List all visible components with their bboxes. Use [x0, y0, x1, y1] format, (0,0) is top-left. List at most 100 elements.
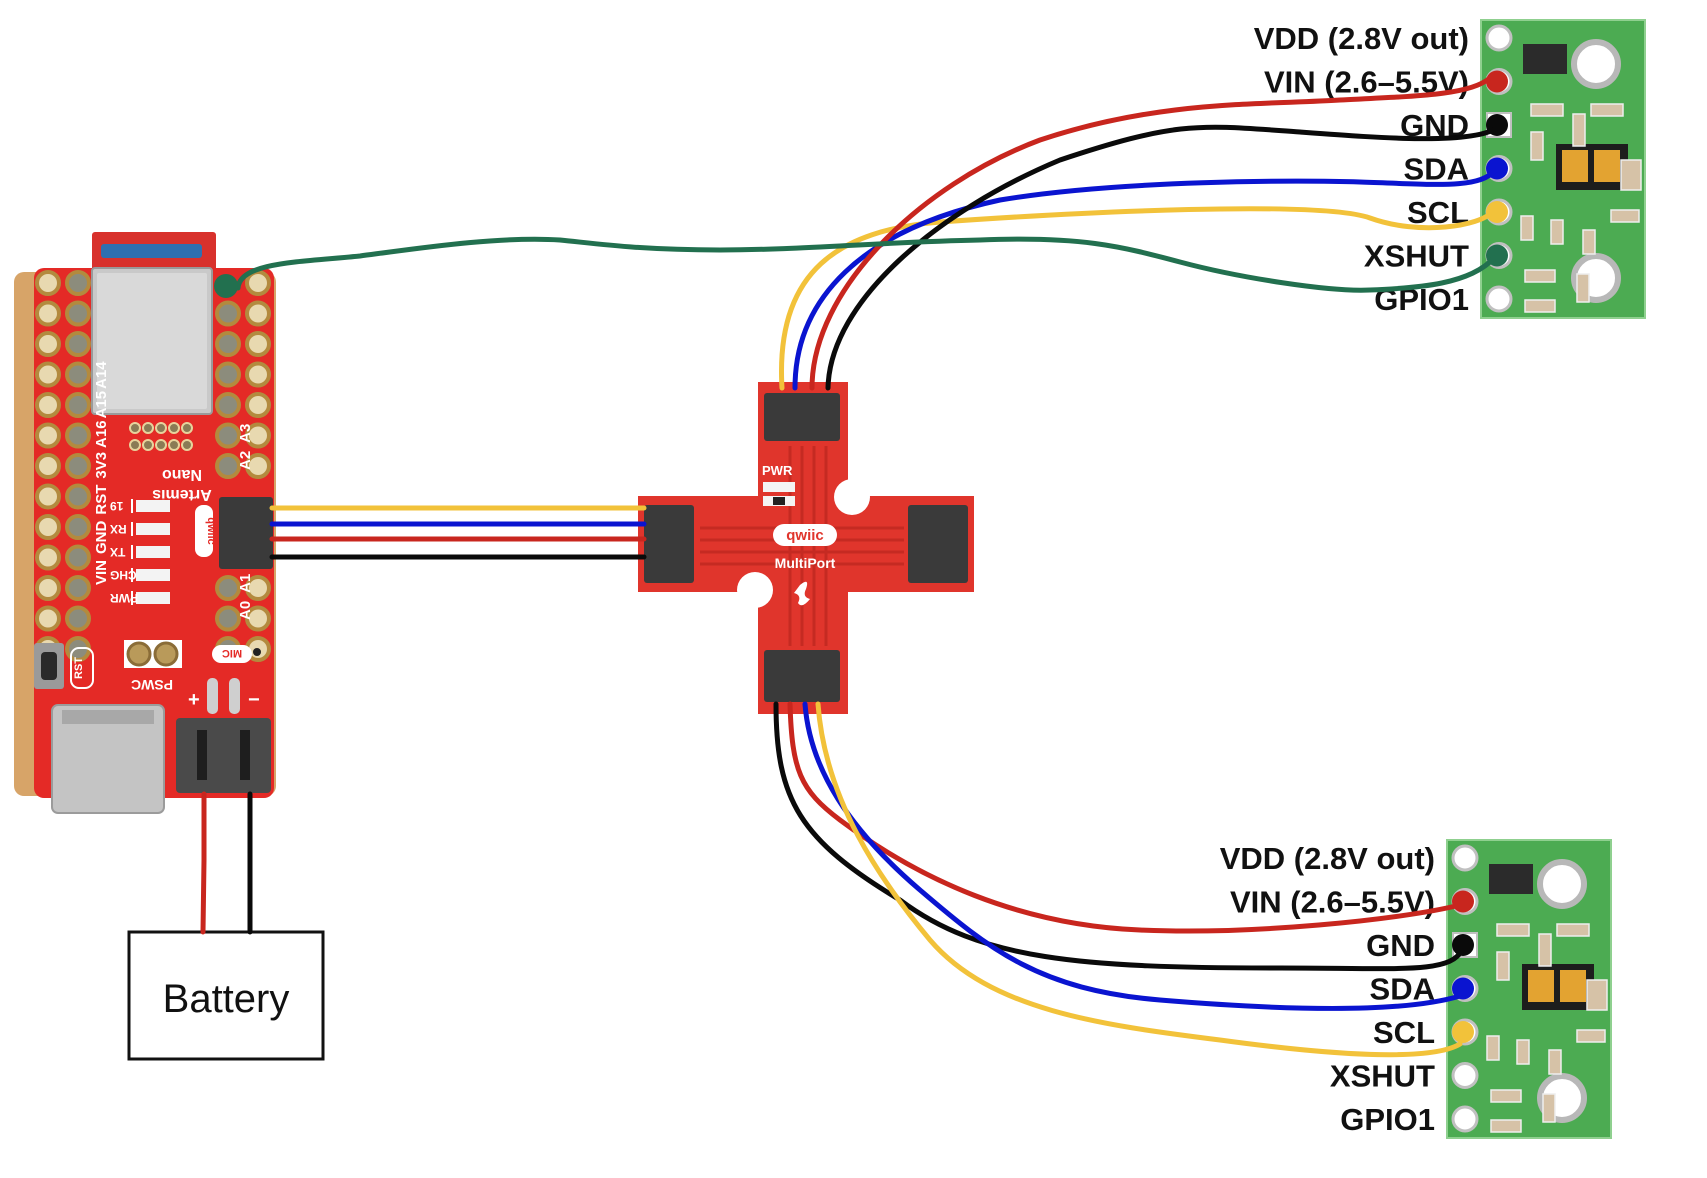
artemis-nano-board: VINGNDRST3V3A16A15A14 A2A3 A0A1 Nano Art… — [14, 232, 276, 814]
emitter-window — [1562, 150, 1588, 182]
header-pin — [35, 422, 61, 449]
passive-component — [1590, 103, 1624, 117]
solder-point — [1452, 934, 1474, 956]
multiport-left-port — [644, 505, 694, 583]
pin-label: VDD (2.8V out) — [1220, 841, 1435, 876]
solder-point — [1452, 890, 1474, 913]
wire-scl-to-top-sensor — [778, 206, 1495, 391]
header-pin — [65, 361, 91, 388]
pin-label: XSHUT — [1364, 239, 1469, 274]
pin-pad — [1485, 24, 1513, 52]
status-led — [136, 523, 170, 535]
header-pin — [35, 544, 61, 571]
wire-scl-to-bottom-sensor — [815, 701, 1463, 1058]
silk-artemis: Artemis — [152, 486, 212, 503]
solder-point — [1452, 1021, 1474, 1043]
xshut-solder-point — [214, 274, 238, 298]
status-led — [136, 546, 170, 558]
passive-component — [1576, 1029, 1606, 1043]
header-pin — [35, 361, 61, 388]
icsp-pad — [168, 439, 180, 451]
passive-component — [1486, 1035, 1500, 1061]
header-pin — [65, 331, 91, 357]
pin-label: SDA — [1404, 152, 1469, 187]
passive-component — [1582, 229, 1596, 255]
qwiic-multiport-board: PWR qwiic MultiPort — [638, 382, 974, 714]
multiport-silk: MultiPort — [775, 555, 836, 571]
multiport-qwiic-text: qwiic — [786, 527, 824, 544]
jst-slot-1 — [197, 730, 207, 780]
mount-hole-top-right — [834, 479, 870, 515]
led-label: TX — [110, 545, 125, 559]
led-silk-bar — [131, 522, 133, 536]
passive-component — [1586, 979, 1608, 1011]
passive-component — [1556, 923, 1590, 937]
led-label: PWR — [110, 591, 138, 605]
icsp-pad — [142, 439, 154, 451]
header-pin — [245, 422, 271, 449]
mount-hole — [1537, 859, 1587, 909]
icsp-pad — [142, 422, 154, 434]
led-silk-bar — [131, 568, 133, 582]
header-pin — [215, 422, 241, 449]
pin-label: GPIO1 — [1340, 1102, 1435, 1137]
wire-gnd-to-bottom-sensor — [773, 701, 1465, 972]
led-label: CHG — [110, 568, 137, 582]
battery: Battery — [127, 930, 325, 1061]
header-pin — [65, 544, 91, 571]
usb-c-port[interactable] — [51, 704, 165, 814]
nano-qwiic-text: qwiic — [205, 517, 217, 545]
status-led — [136, 500, 170, 512]
header-pin — [35, 331, 61, 357]
passive-component — [1530, 131, 1544, 161]
header-pin — [245, 605, 271, 632]
header-pin — [35, 300, 61, 327]
header-pin — [245, 300, 271, 327]
wire-battery-positive — [200, 791, 207, 935]
header-pin — [35, 270, 61, 296]
rst-silk-box — [70, 647, 94, 689]
pswc-silk: PSWC — [131, 677, 173, 693]
passive-component — [1490, 1119, 1522, 1133]
led-silk-bar — [131, 591, 133, 605]
led-silk-bar — [131, 545, 133, 559]
mount-hole-bottom-left — [737, 572, 773, 608]
tof-sensor-top: VDD (2.8V out)VIN (2.6–5.5V)GNDSDASCLXSH… — [1254, 19, 1646, 319]
pin-label: XSHUT — [1330, 1059, 1435, 1094]
mic-hole — [253, 648, 261, 656]
regulator-chip — [1489, 864, 1533, 894]
multiport-bottom-port — [764, 650, 840, 702]
passive-component — [1496, 951, 1510, 981]
passive-component — [1610, 209, 1640, 223]
mount-hole — [1571, 39, 1621, 89]
solder-point — [1452, 977, 1474, 1000]
icsp-pad — [155, 439, 167, 451]
header-pin — [215, 575, 241, 601]
header-pin — [215, 392, 241, 418]
wire-sda-to-top-sensor — [792, 167, 1498, 391]
header-pin — [245, 575, 271, 601]
passive-component — [1490, 1089, 1522, 1103]
header-pin — [245, 453, 271, 479]
pin-label: GND — [1366, 928, 1435, 963]
wire-vin-to-top-sensor — [809, 75, 1493, 391]
receiver-window — [1560, 970, 1586, 1002]
wire-gnd-to-top-sensor — [825, 124, 1500, 391]
multiport-pwr-silk: PWR — [762, 463, 793, 478]
pin-pad — [1451, 844, 1479, 872]
icsp-pads — [129, 422, 193, 451]
emitter-window — [1528, 970, 1554, 1002]
pin-label: VDD (2.8V out) — [1254, 21, 1469, 56]
multiport-top-port — [764, 393, 840, 441]
passive-component — [1620, 159, 1642, 191]
silk-left-pins: VINGNDRST3V3A16A15A14 — [93, 361, 110, 585]
pin-pad — [1451, 1105, 1479, 1133]
header-pin — [245, 270, 271, 296]
silk-a0-a1: A0A1 — [237, 574, 254, 620]
nano-qwiic-connector — [219, 497, 273, 569]
jst-pin-minus — [229, 678, 240, 714]
passive-component — [1542, 1093, 1556, 1123]
icsp-pad — [181, 439, 193, 451]
